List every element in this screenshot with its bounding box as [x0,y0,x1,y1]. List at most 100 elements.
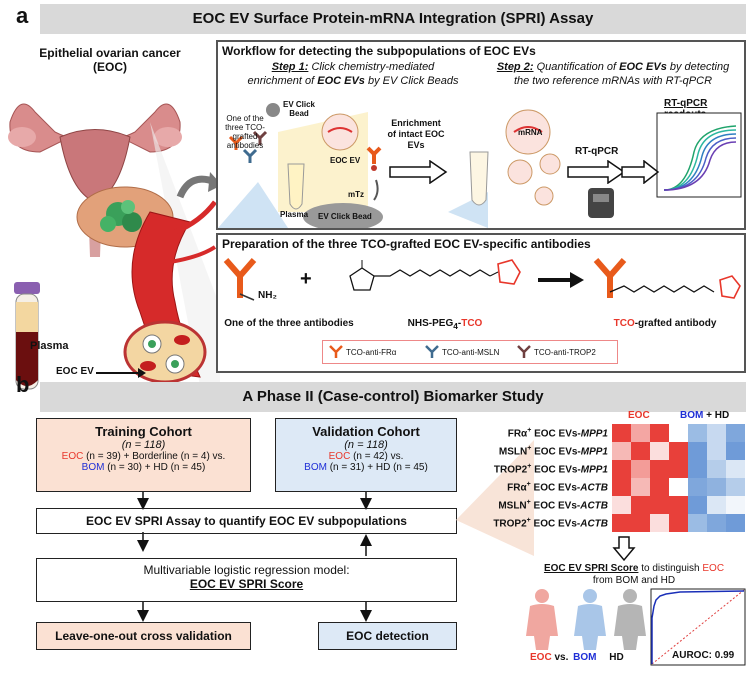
antibodies-label: One of the three TCO-grafted antibodies [225,114,265,150]
prep-title: Preparation of the three TCO-grafted EOC… [222,237,591,251]
antibody-small-icons [228,130,268,163]
heatmap-cell [688,478,707,496]
vessel-cross-section-icon [123,320,207,384]
roc-curve-plot [650,588,746,666]
eoc-figure-icon [526,589,558,650]
prep-reaction-illustration [223,258,741,301]
plasma-tube-icon [14,282,40,390]
nh2-label: NH₂ [258,290,277,301]
plasma-label: Plasma [30,340,69,352]
heatmap-cell [688,496,707,514]
step1-illustration [218,103,383,228]
heatmap-row-label: TROP2+ EOC EVs-ACTB [493,517,608,530]
flow-arrows [137,492,372,622]
plasma-step1-label: Plasma [280,210,309,219]
heatmap-cell [612,496,631,514]
panel-a-title: EOC EV Surface Protein-mRNA Integration … [40,4,746,34]
heatmap-cell [669,460,688,478]
heatmap-cell [669,478,688,496]
heatmap-row-label: TROP2+ EOC EVs-MPP1 [493,463,608,476]
ev-click-bead-bottom-label: EV Click Bead [318,212,372,221]
auroc-label: AUROC: 0.99 [672,650,735,661]
heatmap-cell [631,442,650,460]
heatmap-cell [612,460,631,478]
heatmap-cell [650,424,669,442]
step2-illustration [448,109,561,228]
eoc-label: Epithelial ovarian cancer (EOC) [39,46,181,74]
heatmap-cell [631,460,650,478]
heatmap-cell [726,460,745,478]
panel-b-letter: b [16,372,30,397]
eoc-ev-step1-label: EOC EV [330,156,361,165]
heatmap-connector [456,440,534,556]
heatmap-cell [612,442,631,460]
step1-text: Step 1: Click chemistry-mediated enrichm… [247,61,459,87]
enrichment-label: Enrichment of intact EOC EVs [387,118,445,150]
workflow-title: Workflow for detecting the subpopulation… [222,44,536,58]
spri-assay-box: EOC EV SPRI Assay to quantify EOC EV sub… [36,508,457,534]
heatmap-cell [726,442,745,460]
eoc-ev-arrowhead [138,368,146,378]
enrichment-arrow-icon [389,160,448,184]
anatomy-illustration [8,103,220,392]
panel-b-title: A Phase II (Case-control) Biomarker Stud… [40,382,746,412]
heatmap-row-label: MSLN+ EOC EVs-MPP1 [498,445,608,458]
heatmap-row-label: FRα+ EOC EVs-MPP1 [507,427,608,440]
silhouettes-illustration [526,589,646,650]
model-box: Multivariable logistic regression model:… [36,558,457,602]
training-cohort-box: Training Cohort (n = 118) EOC (n = 39) +… [36,418,251,492]
mtz-label: mTz [348,190,364,199]
readout-arrow-icon [621,160,660,184]
heatmap-cell [726,496,745,514]
heatmap-cell [707,424,726,442]
ev-click-bead-label: EV Click Bead [282,100,315,118]
heatmap-cell [726,514,745,532]
heatmap-cell [669,442,688,460]
tco-antibody-product [593,258,741,299]
heatmap-cell [688,424,707,442]
heatmap-cell [707,460,726,478]
heatmap-cell [612,478,631,496]
antibody-icon [223,258,257,301]
hd-figure-icon [614,589,646,650]
heatmap-cell [707,478,726,496]
heatmap-cell [707,496,726,514]
nhs-peg-tco-structure [349,259,521,291]
heatmap-cell [650,478,669,496]
heatmap-header-bom: BOM + HD [680,410,730,421]
eoc-ev-arrow [96,372,140,374]
heatmap-cell [688,442,707,460]
heatmap-cell [631,496,650,514]
label-nhs: NHS-PEG4-TCO [407,318,483,331]
step2-text: Step 2: Quantification of EOC EVs by det… [496,61,730,87]
legend-msln-icon [425,345,439,358]
legend-trop2-icon [517,345,531,358]
eoc-detection-box: EOC detection [318,622,457,650]
heatmap-cell [631,478,650,496]
score-text: EOC EV SPRI Score to distinguish EOC fro… [543,563,725,586]
heatmap [612,424,745,532]
label-grafted: TCO-grafted antibody [613,318,717,329]
heatmap-cell [669,514,688,532]
prep-box [216,233,746,373]
uterus-icon [8,103,182,257]
heatmap-header-eoc: EOC [628,410,650,421]
heatmap-cell [650,460,669,478]
silhouette-labels: EOC vs. BOM HD [530,652,624,663]
legend-msln-label: TCO-anti-MSLN [442,348,500,357]
heatmap-cell [726,478,745,496]
heatmap-cell [707,514,726,532]
bom-figure-icon [574,589,606,650]
plus-sign: + [300,268,312,290]
rtqpcr-arrow-icon [567,160,626,184]
legend-fra-label: TCO-anti-FRα [346,348,397,357]
heatmap-cell [669,496,688,514]
heatmap-cell [650,442,669,460]
mrna-label: mRNA [518,128,543,137]
loocv-box: Leave-one-out cross validation [36,622,251,650]
qpcr-machine-icon [588,188,614,218]
validation-cohort-box: Validation Cohort (n = 118) EOC (n = 42)… [275,418,457,492]
heatmap-cell [631,514,650,532]
heatmap-cell [650,496,669,514]
heatmap-cell [631,424,650,442]
